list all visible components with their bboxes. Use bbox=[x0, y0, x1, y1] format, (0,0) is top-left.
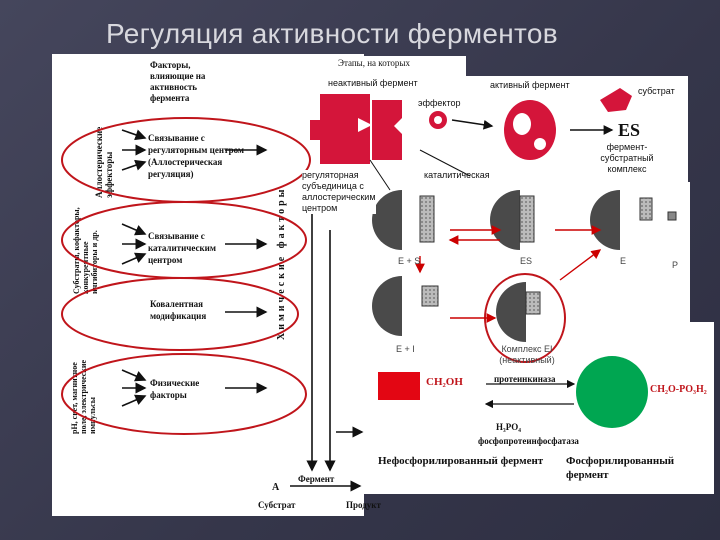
group-box-allosteric: Связывание с регуляторным центром (Аллос… bbox=[148, 133, 245, 179]
group-box-covalent: Ковалентная модификация bbox=[150, 299, 207, 321]
phos-enzyme-shape bbox=[576, 356, 648, 428]
factors-header: Факторы, влияющие на активность фермента bbox=[150, 60, 206, 103]
highlight-ellipses bbox=[61, 117, 566, 435]
catalytic-caption: каталитическая bbox=[424, 170, 490, 180]
enzyme-ei-row bbox=[372, 276, 541, 342]
kinase-label: протеинкиназа bbox=[494, 374, 556, 384]
label-p: P bbox=[672, 260, 679, 270]
inactive-enzyme-label: неактивный фермент bbox=[328, 78, 418, 88]
product-label: Продукт bbox=[346, 500, 381, 510]
label-e: E bbox=[620, 256, 627, 266]
left-arrows bbox=[121, 129, 364, 492]
unphos-label: Нефосфорилированный фермент bbox=[378, 455, 544, 467]
substrate-shape bbox=[600, 88, 632, 112]
enzyme-es-row bbox=[372, 190, 677, 250]
allosteric-header: Этапы, на которых bbox=[338, 58, 410, 68]
regulatory-caption: регуляторная субъединица с аллостерическ… bbox=[302, 170, 376, 214]
phos-label: Фосфорилированный фермент bbox=[566, 455, 675, 481]
ch2opo3-label: CH₂O-PO₃H₂ bbox=[650, 384, 707, 395]
substrate-label: Субстрат bbox=[258, 500, 296, 510]
enzyme-label: Фермент bbox=[298, 474, 335, 484]
substrate-caption: субстрат bbox=[638, 86, 675, 96]
label-a: А bbox=[272, 482, 280, 493]
allosteric-panel-right bbox=[466, 76, 688, 186]
unphos-enzyme-shape bbox=[378, 372, 420, 400]
group-box-physical: Физические факторы bbox=[150, 378, 200, 400]
es-label: ES bbox=[618, 120, 641, 140]
slide-title: Регуляция активности ферментов bbox=[106, 18, 558, 49]
effector-label: эффектор bbox=[418, 98, 461, 108]
label-e-plus-i: E + I bbox=[396, 344, 415, 354]
active-enzyme-label: активный фермент bbox=[490, 80, 570, 90]
es-caption: фермент-субстратный комплекс bbox=[600, 142, 654, 174]
active-enzyme-shape bbox=[504, 100, 556, 160]
phospho-panel bbox=[364, 322, 714, 494]
inactive-enzyme-shape bbox=[310, 94, 402, 164]
phosphatase-label: фосфопротеинфосфатаза bbox=[478, 436, 579, 446]
label-e-plus-s: E + S bbox=[398, 256, 421, 266]
group-box-catalytic: Связывание с каталитическим центром bbox=[148, 231, 216, 265]
label-ei-complex: Комплекс EI (неактивный) bbox=[499, 344, 555, 365]
h3po4-label: H₃PO₄ bbox=[496, 422, 521, 432]
ch2oh-label: CH₂OH bbox=[426, 376, 463, 388]
label-es: ES bbox=[520, 256, 533, 266]
